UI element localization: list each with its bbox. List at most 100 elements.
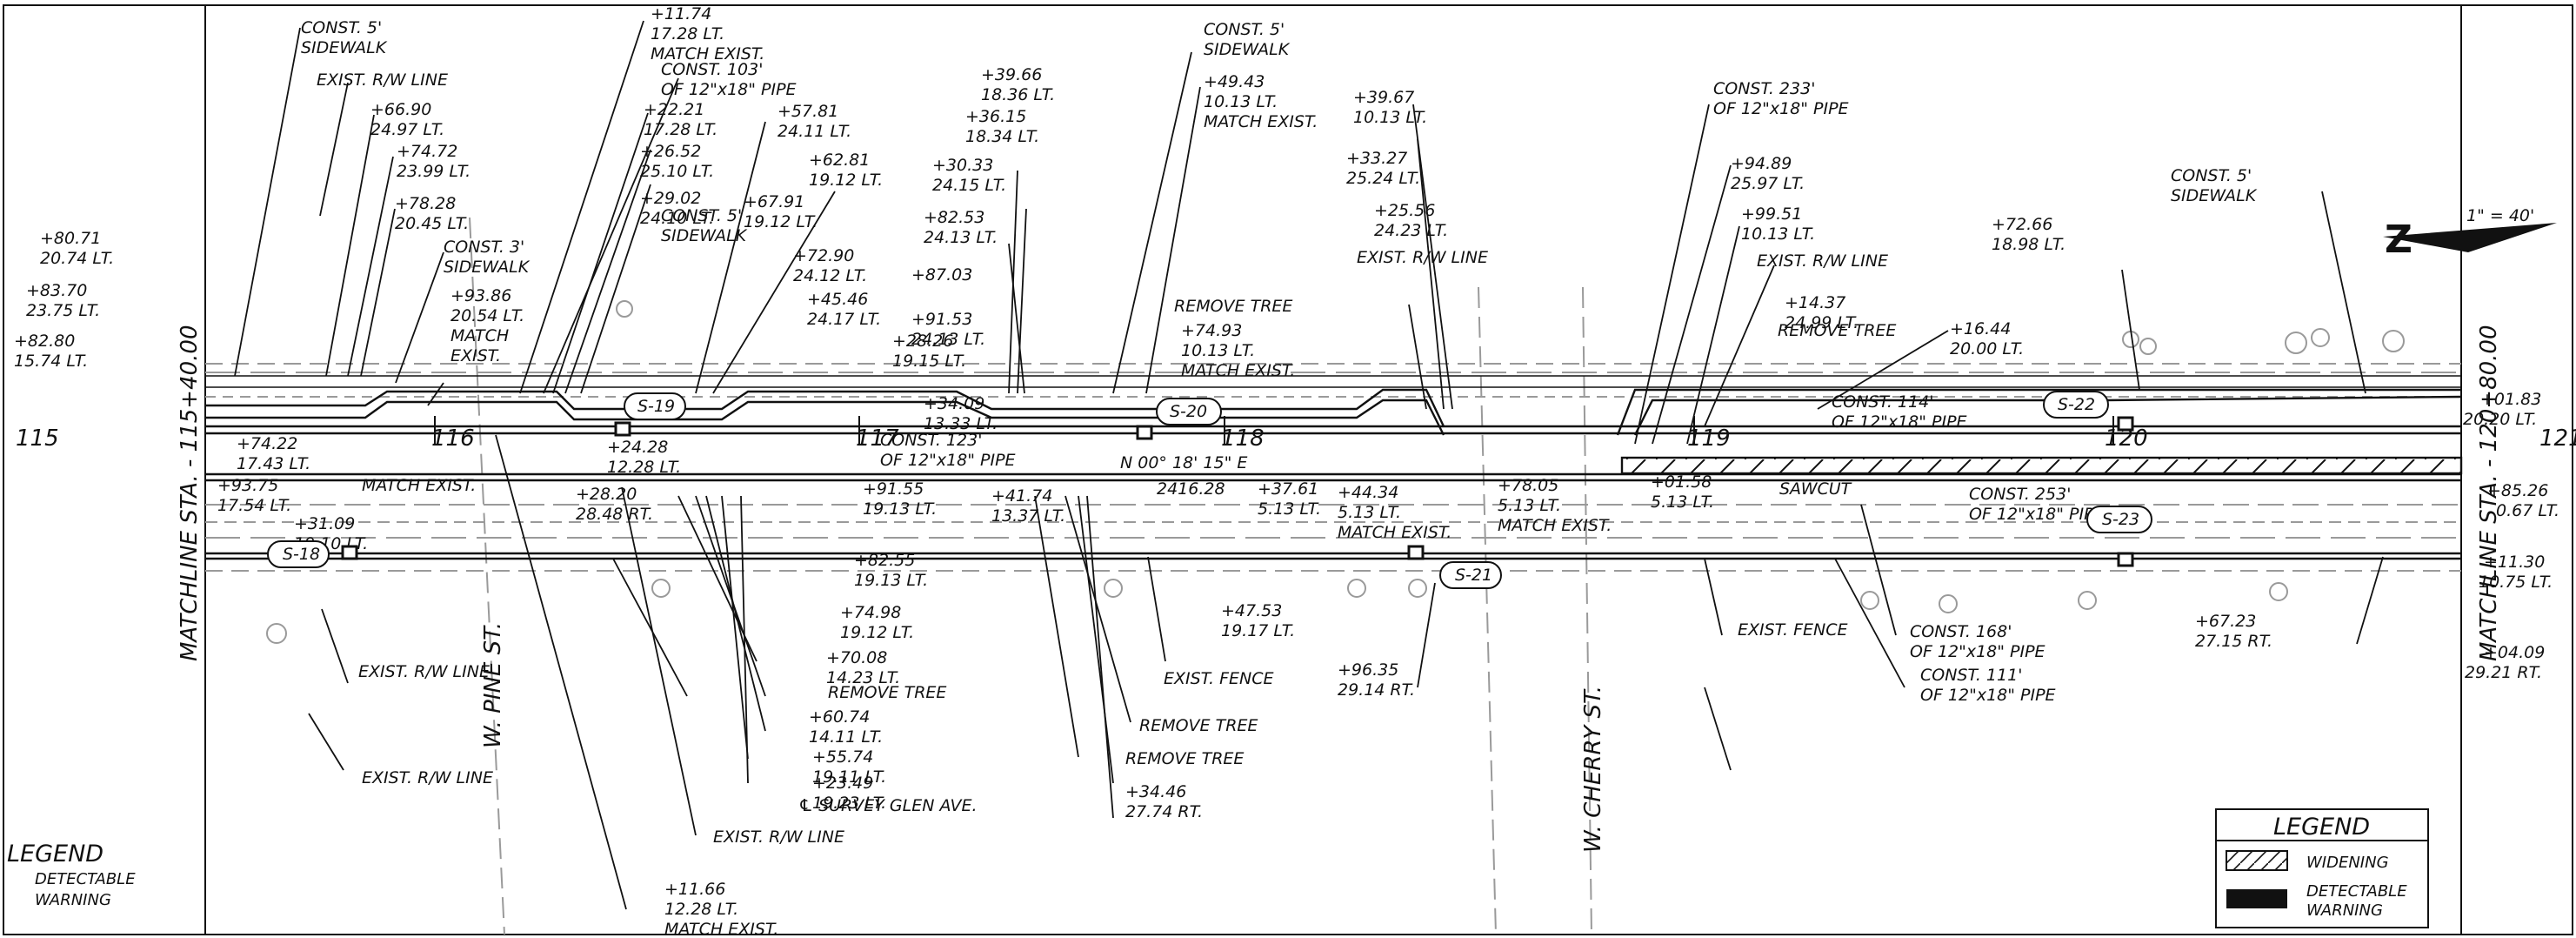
callout-line: +78.05 <box>1498 476 1558 495</box>
callout-line: +45.46 <box>807 290 868 309</box>
callout-line: +87.03 <box>911 265 972 285</box>
structure-s21[interactable]: S-21 <box>1407 545 1502 589</box>
structure-s22[interactable]: S-22 <box>2043 391 2134 432</box>
structure-s18[interactable]: S-18 <box>267 540 358 568</box>
svg-text:20.74 LT.: 20.74 LT. <box>40 249 114 268</box>
svg-text:29.21 RT.: 29.21 RT. <box>2465 663 2542 682</box>
callout-line: 19.12 LT. <box>744 212 818 231</box>
scale-label: 1" = 40' <box>2466 206 2534 225</box>
callout-label: CONST. 5'SIDEWALK <box>661 206 748 245</box>
callout-line: 17.28 LT. <box>644 120 717 139</box>
callout-line: 27.74 RT. <box>1125 802 1203 821</box>
legend-left: LEGEND DETECTABLE WARNING <box>7 841 136 909</box>
callout-label: REMOVE TREE <box>828 683 946 702</box>
callout-line: +74.98 <box>840 603 901 622</box>
svg-text:20.20 LT.: 20.20 LT. <box>2463 410 2537 429</box>
callout-line: 18.98 LT. <box>1992 235 2065 254</box>
callout-line: MATCH EXIST. <box>651 44 764 64</box>
callout-line: 24.11 LT. <box>777 122 851 141</box>
structure-s20[interactable]: S-20 <box>1136 398 1222 440</box>
svg-text:Z: Z <box>2385 218 2412 262</box>
callout-line: +36.15 <box>965 107 1026 126</box>
callout-line: REMOVE TREE <box>1139 716 1258 735</box>
svg-text:0.67 LT.: 0.67 LT. <box>2496 501 2559 520</box>
callout-line: 19.15 LT. <box>892 352 966 371</box>
structure-s19[interactable]: S-19 <box>614 392 686 437</box>
svg-text:+82.80: +82.80 <box>14 332 75 351</box>
callout-line: REMOVE TREE <box>1778 321 1896 340</box>
callout-line: 19.17 LT. <box>1221 621 1295 640</box>
callout-line: CONST. 123' <box>880 431 982 450</box>
callout-line: EXIST. R/W LINE <box>317 70 448 90</box>
station-115: 115 <box>16 425 59 452</box>
callout-line: +44.34 <box>1338 483 1398 502</box>
callout-line: MATCH EXIST. <box>1181 361 1295 380</box>
callout-line: MATCH EXIST. <box>1338 523 1452 542</box>
callout-line: 13.33 LT. <box>924 414 998 433</box>
callout-line: 20.00 LT. <box>1950 339 2024 358</box>
callout-label: CONST. 3'SIDEWALK <box>444 238 531 277</box>
callout-line: +34.09 <box>924 394 984 413</box>
svg-text:+83.70: +83.70 <box>26 281 87 300</box>
callout-line: +11.66 <box>664 880 725 899</box>
legend-dw-2: WARNING <box>2306 901 2383 920</box>
legend-title: LEGEND <box>2273 814 2370 841</box>
callout-line: +70.08 <box>826 648 887 667</box>
callout-line: +33.27 <box>1346 149 1407 168</box>
callout-line: OF 12"x18" PIPE <box>661 80 797 99</box>
callout-label: EXIST. R/W LINE <box>317 70 448 90</box>
callout-line: 10.13 LT. <box>1204 92 1278 111</box>
callout-line: +74.93 <box>1181 321 1242 340</box>
callout-line: SAWCUT <box>1779 479 1852 499</box>
callout-line: +72.66 <box>1992 215 2052 234</box>
callout-label: CONST. 103'OF 12"x18" PIPE <box>661 60 797 99</box>
callout-line: CONST. 5' <box>661 206 742 225</box>
callout-line: CONST. 5' <box>2171 166 2252 185</box>
svg-text:S-20: S-20 <box>1170 402 1207 421</box>
callout-line: CONST. 114' <box>1832 392 1933 412</box>
svg-text:S-23: S-23 <box>2102 510 2139 529</box>
callout-line: 19.12 LT. <box>809 171 883 190</box>
callout-line: 28.48 RT. <box>576 505 653 524</box>
structure-s23[interactable]: S-23 <box>2086 506 2152 567</box>
callout-line: 19.13 LT. <box>863 499 937 519</box>
callout-line: SIDEWALK <box>1204 40 1291 59</box>
callout-line: 27.15 RT. <box>2195 632 2272 651</box>
callout-line: +91.53 <box>911 310 972 329</box>
callout-line: 5.13 LT. <box>1651 492 1714 512</box>
callout-label: CONST. 233'OF 12"x18" PIPE <box>1713 79 1849 118</box>
callout-line: 5.13 LT. <box>1338 503 1401 522</box>
svg-text:+85.26: +85.26 <box>2487 481 2548 500</box>
callout-label: EXIST. R/W LINE <box>362 768 493 787</box>
callout-line: OF 12"x18" PIPE <box>1920 686 2056 705</box>
svg-text:+01.83: +01.83 <box>2480 390 2541 409</box>
callout-line: MATCH EXIST. <box>664 920 778 938</box>
design-linework <box>205 375 2463 560</box>
callout-line: REMOVE TREE <box>1174 297 1292 316</box>
callout-label: EXIST. R/W LINE <box>713 827 844 847</box>
callout-line: CONST. 5' <box>1204 20 1285 39</box>
callout-line: 19.23 LT. <box>812 794 886 813</box>
callout-line: 10.13 LT. <box>1181 341 1255 360</box>
svg-text:+11.30: +11.30 <box>2484 553 2545 572</box>
